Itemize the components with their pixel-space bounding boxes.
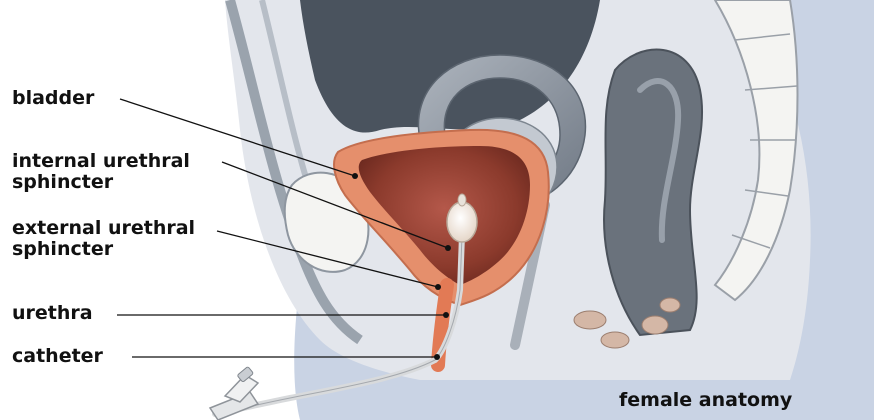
label-internal-line1: internal urethral (12, 151, 190, 172)
label-urethra: urethra (12, 303, 93, 324)
label-catheter: catheter (12, 346, 103, 367)
rectum (604, 50, 702, 335)
label-external-line2: sphincter (12, 239, 195, 260)
catheter-tip (458, 194, 466, 206)
figure-caption: female anatomy (619, 389, 792, 411)
label-bladder: bladder (12, 88, 94, 109)
label-external-line1: external urethral (12, 218, 195, 239)
label-external-urethral-sphincter: external urethral sphincter (12, 218, 195, 260)
label-internal-line2: sphincter (12, 172, 190, 193)
label-urethra-text: urethra (12, 303, 93, 324)
catheter-balloon (447, 202, 477, 242)
label-catheter-text: catheter (12, 346, 103, 367)
label-bladder-text: bladder (12, 88, 94, 109)
catheter-connector (210, 366, 258, 420)
label-internal-urethral-sphincter: internal urethral sphincter (12, 151, 190, 193)
